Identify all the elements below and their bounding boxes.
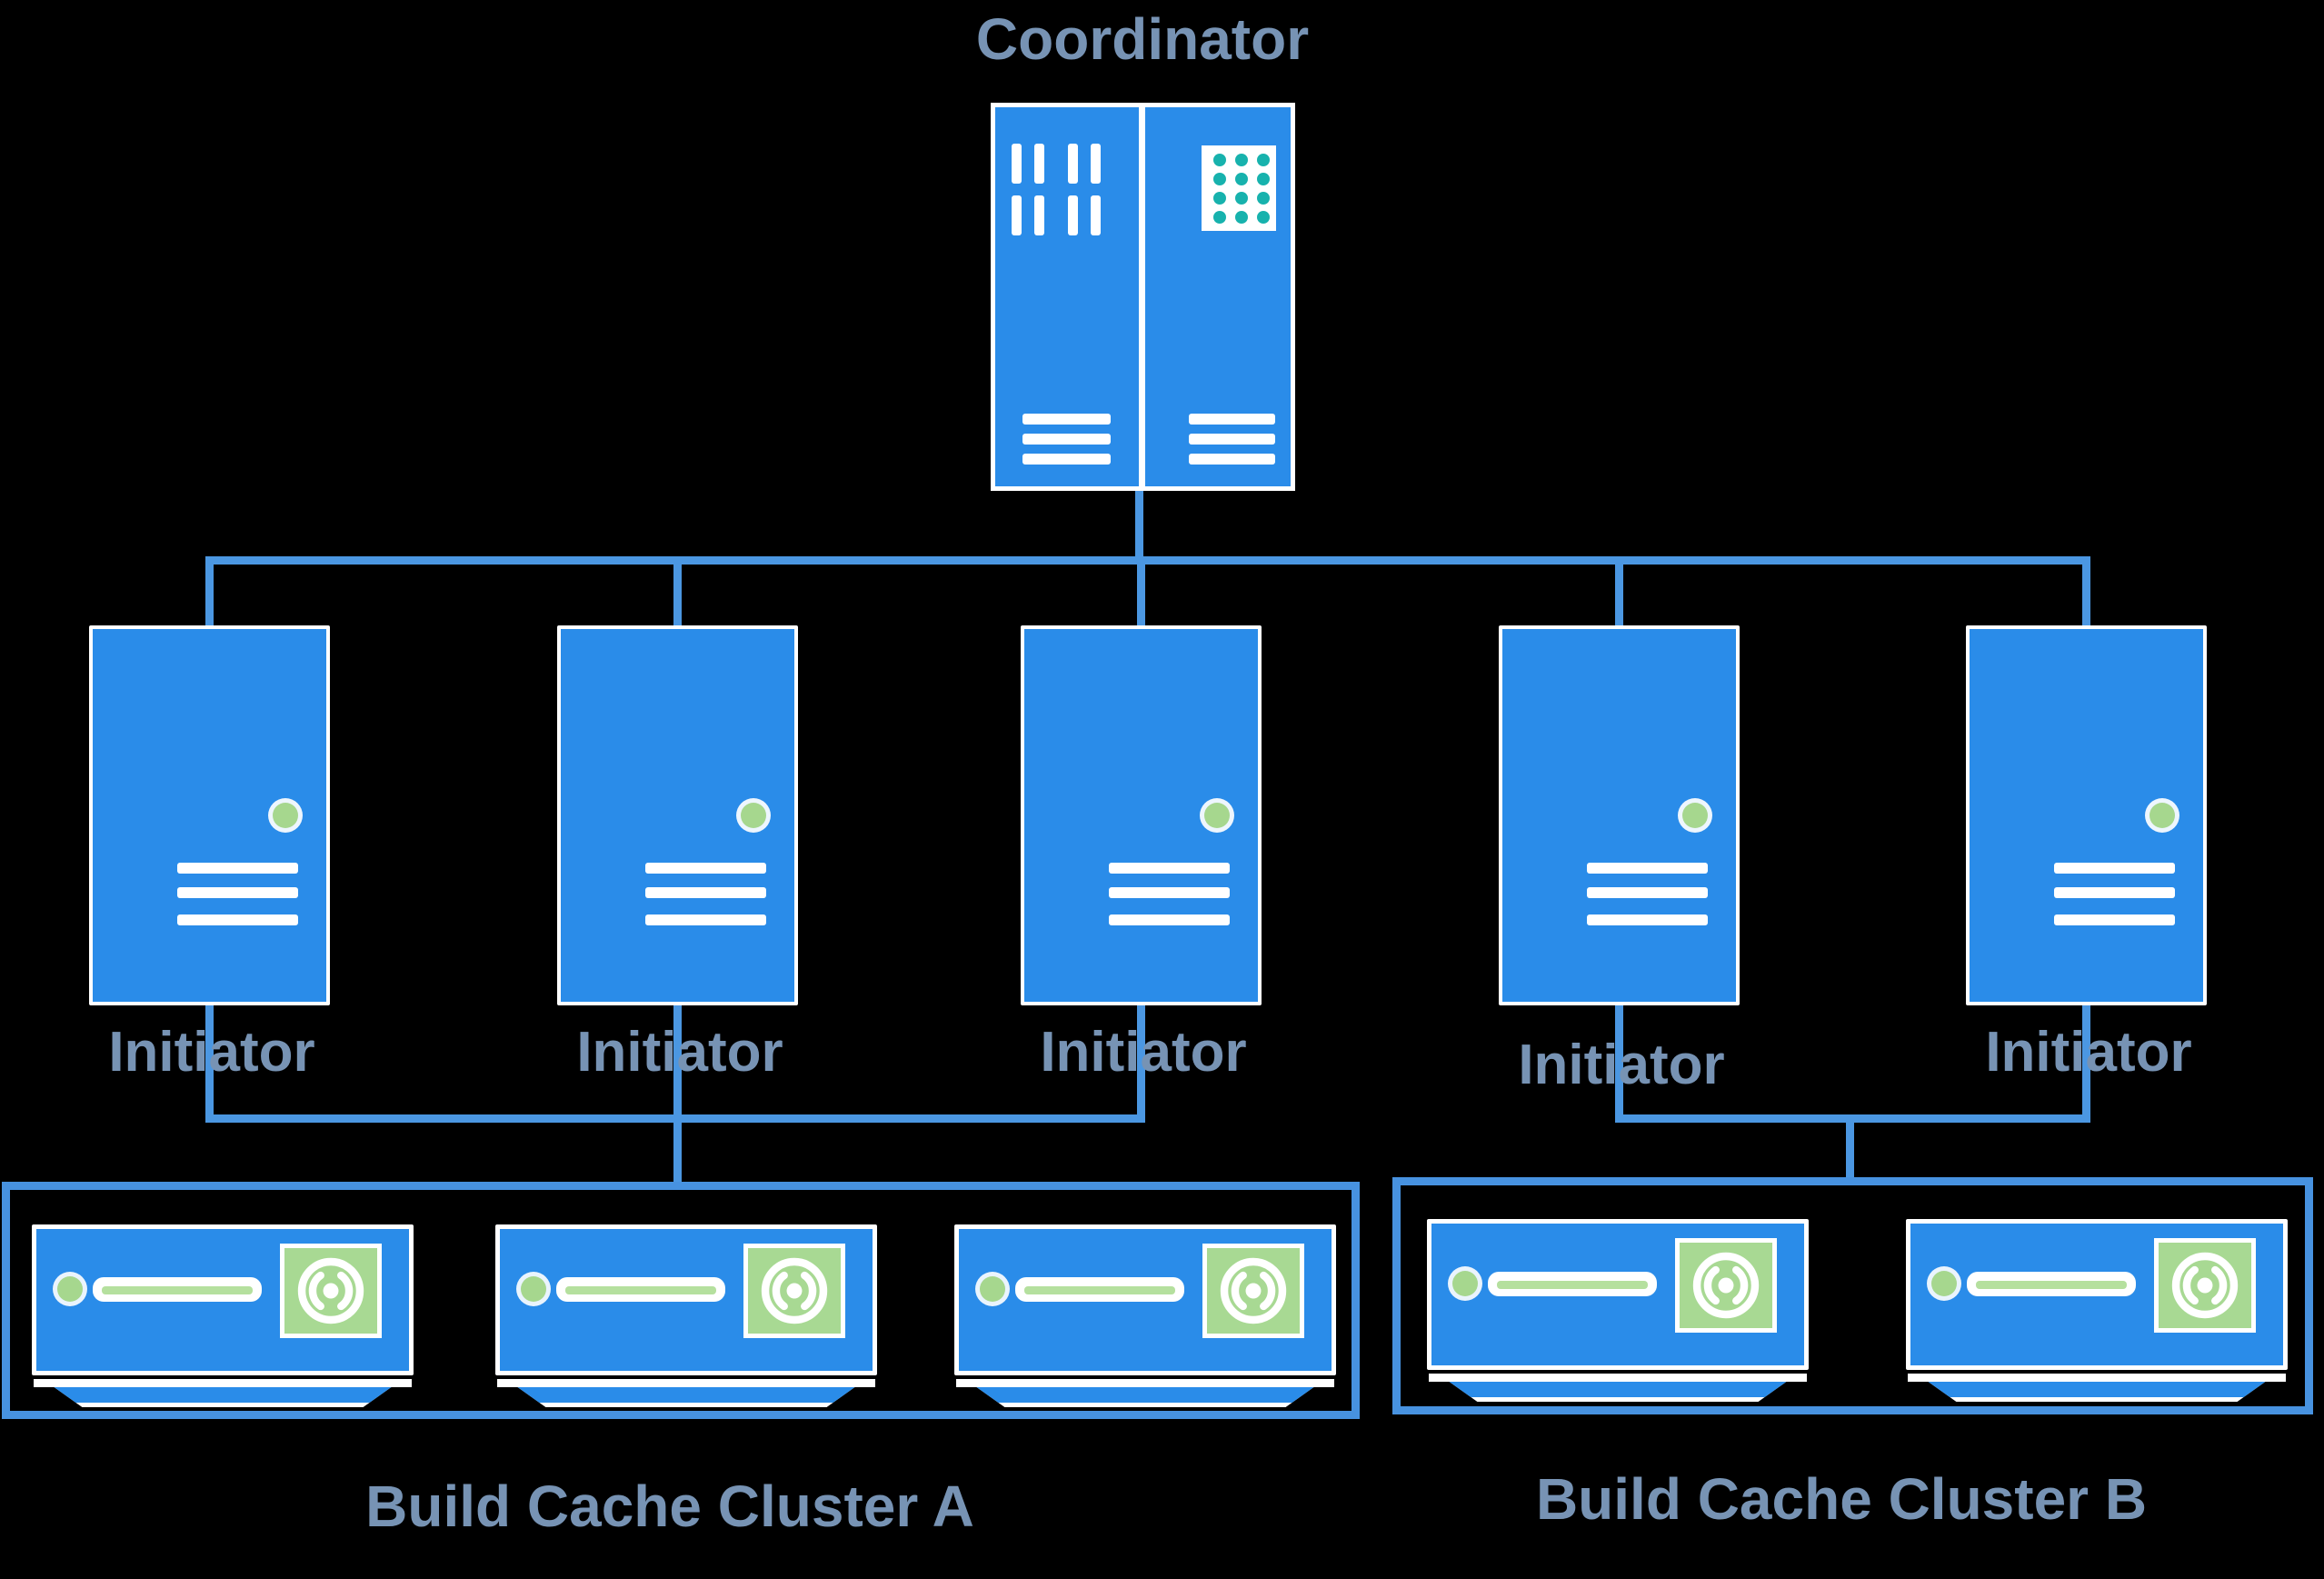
connector-line [2082,556,2090,629]
connector-line [1615,1114,2090,1123]
initiator-label: Initiator [576,1021,783,1084]
disk-fan-icon [1675,1238,1777,1333]
storage-appliance-icon [1427,1219,1809,1402]
tower-server-icon [1020,625,1262,1005]
drive-slot-icon [1967,1272,2136,1296]
cluster-label: Build Cache Cluster B [1535,1466,2148,1532]
appliance-base-strip [497,1379,875,1387]
appliance-body [954,1224,1336,1375]
appliance-base [976,1387,1314,1407]
drive-slot-icon [556,1277,725,1302]
drive-slot-icon [1488,1272,1657,1296]
tower-server-icon [1965,625,2207,1005]
appliance-base [1449,1382,1787,1402]
cluster-box [2,1182,1360,1419]
cluster-label: Build Cache Cluster A [365,1474,974,1539]
vent-line [1108,914,1230,925]
vent-line [1108,863,1230,874]
initiator-label: Initiator [1518,1034,1725,1096]
cabinet-divider [1139,107,1145,486]
appliance-body [1906,1219,2288,1370]
chip-grid-icon [1202,145,1276,231]
connector-line [1137,1002,1145,1123]
storage-appliance-icon [32,1224,414,1407]
tower-server-icon [556,625,798,1005]
appliance-body [1427,1219,1809,1370]
vent-line [176,914,298,925]
initiator-label: Initiator [1040,1021,1247,1084]
tower-server-icon [1498,625,1740,1005]
connector-line [205,1002,214,1123]
led-icon [1681,803,1708,828]
connector-line [1137,556,1145,629]
vent-line [644,863,766,874]
vent-line [2053,914,2175,925]
connector-line [1135,491,1143,560]
vent-line [644,887,766,898]
appliance-base [1928,1382,2266,1402]
disk-fan-icon [1202,1244,1304,1338]
led-icon [1931,1271,1957,1296]
tower-server-icon [88,625,330,1005]
connector-line [673,1123,682,1182]
connector-line [1615,1002,1623,1123]
led-icon [57,1276,83,1302]
disk-fan-icon [2154,1238,2256,1333]
connector-line [205,556,2090,565]
vent-line [176,863,298,874]
led-icon [1452,1271,1478,1296]
vent-line [1108,887,1230,898]
connector-line [2082,1002,2090,1123]
connector-line [1615,556,1623,629]
vent-line [2053,887,2175,898]
appliance-base-strip [956,1379,1334,1387]
drive-slot-icon [1015,1277,1184,1302]
disk-fan-icon [280,1244,382,1338]
led-icon [2149,803,2175,828]
initiator-label: Initiator [1985,1021,2192,1084]
connector-line [205,1114,1145,1123]
appliance-body [32,1224,414,1375]
disk-fan-icon [743,1244,845,1338]
storage-appliance-icon [495,1224,877,1407]
connector-line [1846,1123,1854,1177]
vent-line [1586,887,1708,898]
vent-line [1586,914,1708,925]
cluster-box [1392,1177,2313,1414]
led-icon [980,1276,1005,1302]
led-icon [740,803,766,828]
appliance-base [54,1387,392,1407]
coordinator-label: Coordinator [975,6,1310,72]
initiator-label: Initiator [108,1021,315,1084]
appliance-base [517,1387,855,1407]
appliance-base-strip [1908,1374,2286,1382]
connector-line [673,556,682,629]
drive-slot-icon [93,1277,262,1302]
vent-line [176,887,298,898]
appliance-base-strip [1429,1374,1807,1382]
storage-appliance-icon [954,1224,1336,1407]
vent-line [644,914,766,925]
vent-line [1586,863,1708,874]
connector-line [205,556,214,629]
led-icon [272,803,298,828]
rack-cabinet-icon [991,103,1295,491]
vent-line [2053,863,2175,874]
led-icon [521,1276,546,1302]
appliance-base-strip [34,1379,412,1387]
storage-appliance-icon [1906,1219,2288,1402]
appliance-body [495,1224,877,1375]
connector-line [673,1002,682,1123]
led-icon [1203,803,1230,828]
